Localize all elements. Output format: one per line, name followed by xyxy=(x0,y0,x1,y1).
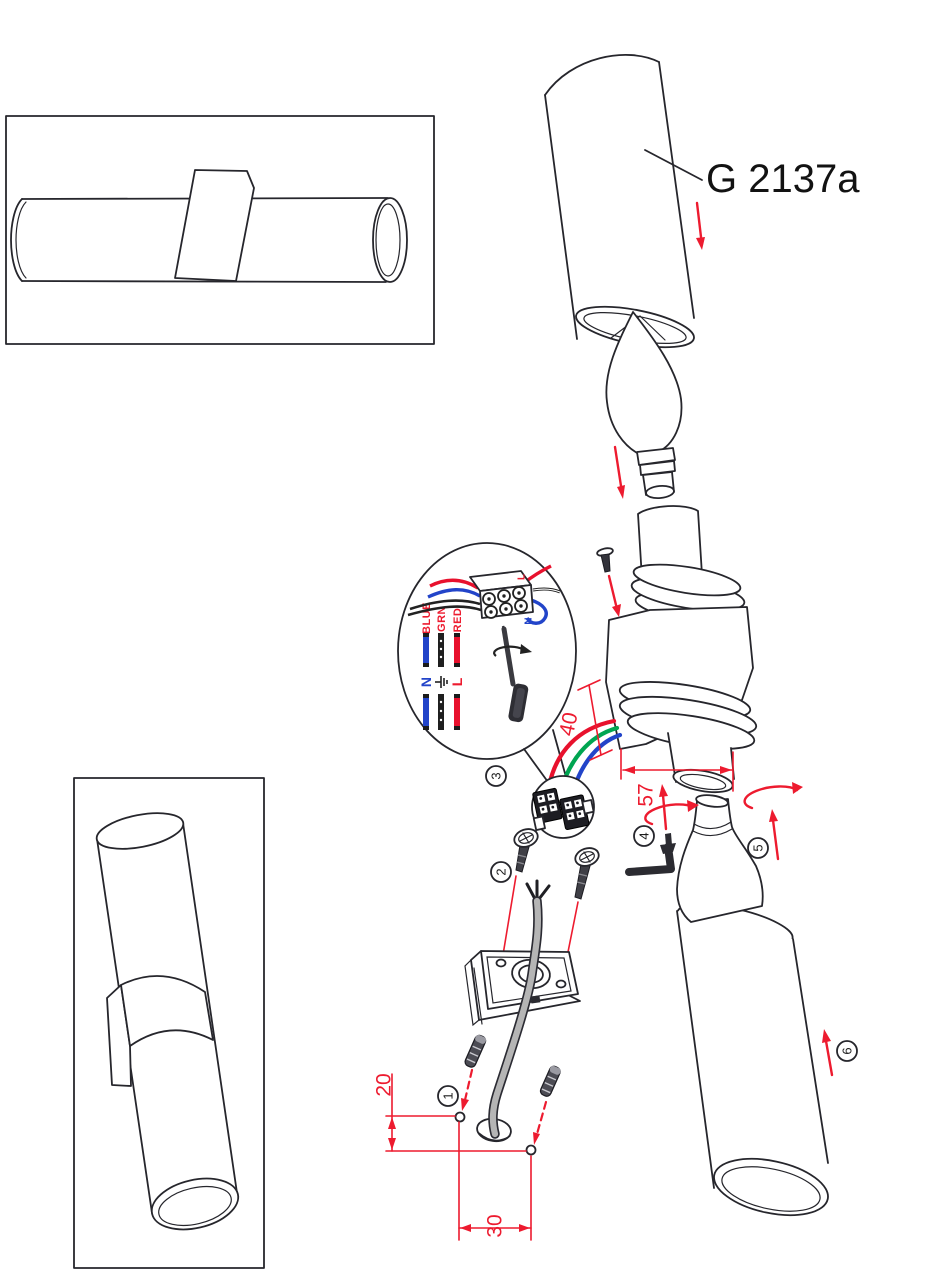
allen-key-icon xyxy=(625,833,676,876)
dim-30-label: 30 xyxy=(483,1214,506,1237)
glass-shade-top xyxy=(544,54,695,349)
insert-down-arrow-screw xyxy=(607,574,621,617)
assembled-view-vertical xyxy=(73,777,265,1269)
wire-red xyxy=(546,718,617,789)
dim-20-label: 20 xyxy=(372,1073,395,1096)
wall-anchors xyxy=(454,1034,561,1156)
dimension-wire-length: 40 xyxy=(555,679,613,761)
block-live-label: L xyxy=(517,574,528,580)
step-marker-4: 4 xyxy=(633,825,655,847)
block-neutral-label: N xyxy=(524,617,535,624)
bottle-bulb xyxy=(676,794,764,923)
wire-legend: BLUE GRN RED N L xyxy=(418,602,465,730)
housing-screw xyxy=(596,547,614,573)
wall-bracket-strap xyxy=(174,169,255,282)
neutral-letter: N xyxy=(418,677,434,687)
red-wire-swatch xyxy=(454,633,460,667)
drill-hole-right xyxy=(525,1144,537,1156)
step-marker-2: 2 xyxy=(490,861,512,883)
supply-cable xyxy=(476,879,551,1143)
insert-down-arrow-shade xyxy=(695,201,705,250)
dimension-hole-spacing: 30 xyxy=(458,1121,532,1241)
insert-down-arrow-bulb xyxy=(613,445,625,499)
earth-symbol-icon xyxy=(435,676,448,688)
dim-40-label: 40 xyxy=(555,710,582,738)
step-number: 6 xyxy=(840,1047,855,1054)
rotate-arrow-shade xyxy=(743,782,803,861)
screwdriver-icon xyxy=(493,625,532,723)
dim-57-label: 57 xyxy=(634,783,657,806)
plug-connector xyxy=(531,775,595,839)
wiring-detail-callout: BLUE GRN RED N L xyxy=(397,542,577,783)
live-letter: L xyxy=(449,677,465,686)
step-number: 1 xyxy=(441,1092,456,1099)
step-number: 5 xyxy=(751,844,766,851)
dimension-hole-offset: 20 xyxy=(372,1073,527,1152)
drill-hole-left xyxy=(454,1111,466,1123)
step-marker-6: 6 xyxy=(836,1040,858,1062)
step-number: 3 xyxy=(489,772,504,779)
plate-hole-right xyxy=(555,979,567,989)
glass-shade-bottom xyxy=(676,903,829,1217)
assembled-view-horizontal xyxy=(5,115,435,345)
turn-arrow-icon xyxy=(493,645,525,657)
plate-hole-left xyxy=(495,958,507,968)
blue-wire-swatch xyxy=(423,633,429,667)
lamp-holder-housing xyxy=(605,505,758,794)
insert-up-arrow-shade-bottom xyxy=(822,1029,834,1077)
model-leader-line xyxy=(644,149,703,181)
wire-label-green: GRN xyxy=(436,606,448,632)
terminal-block-detail: L N xyxy=(407,564,561,625)
model-label: G 2137a xyxy=(706,157,860,201)
step-marker-1: 1 xyxy=(437,1085,459,1107)
dimension-tube-depth: 57 xyxy=(620,748,734,807)
wire-label-red: RED xyxy=(452,608,464,633)
rotate-arrow-housing xyxy=(644,784,699,831)
step-number: 2 xyxy=(494,868,509,875)
step-marker-3: 3 xyxy=(485,765,507,787)
step-marker-5: 5 xyxy=(747,837,769,859)
step-number: 4 xyxy=(637,832,652,839)
wall-bracket-strap xyxy=(120,975,214,1047)
candle-bulb xyxy=(605,311,683,500)
wire-label-blue: BLUE xyxy=(421,602,433,634)
